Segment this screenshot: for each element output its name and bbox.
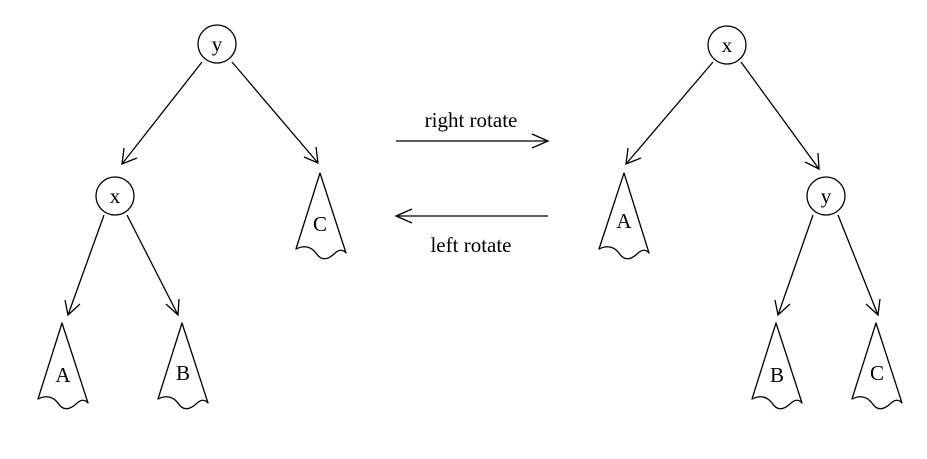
right-edge-y-c bbox=[837, 214, 879, 316]
left-node-child-label: x bbox=[110, 184, 121, 208]
left-node-child-circle bbox=[95, 176, 135, 216]
left-subtree-c-label: C bbox=[313, 212, 327, 236]
left-arrowhead-x-b bbox=[165, 298, 180, 317]
right-subtree-c-shape bbox=[851, 322, 903, 410]
left-rotate-label: left rotate bbox=[430, 233, 511, 257]
left-node-child: x bbox=[95, 176, 135, 216]
left-subtree-b-shape bbox=[157, 322, 209, 410]
right-subtree-a-label: A bbox=[616, 209, 632, 233]
left-node-root-circle bbox=[197, 24, 237, 64]
left-arrowhead-y-c bbox=[303, 146, 319, 165]
right-tree: x y A B C bbox=[598, 25, 903, 410]
right-arrowhead-x-a bbox=[625, 147, 642, 166]
right-node-child: y bbox=[806, 176, 846, 216]
operations: right rotate left rotate bbox=[394, 108, 550, 257]
right-arrowhead-y-c bbox=[865, 298, 881, 317]
right-node-root-label: x bbox=[722, 33, 733, 57]
right-arrowhead-x-y bbox=[804, 152, 820, 171]
right-node-child-circle bbox=[806, 176, 846, 216]
left-node-root-label: y bbox=[212, 32, 223, 56]
right-node-root-circle bbox=[707, 25, 747, 65]
right-subtree-a: A bbox=[598, 172, 650, 260]
left-subtree-b: B bbox=[157, 322, 209, 410]
right-arrowhead-y-b bbox=[774, 299, 791, 317]
right-edge-x-a bbox=[625, 61, 714, 165]
left-subtree-b-label: B bbox=[176, 361, 190, 385]
right-subtree-c-label: C bbox=[870, 361, 884, 385]
right-subtree-a-shape bbox=[598, 172, 650, 260]
right-edge-y-b bbox=[777, 214, 814, 316]
right-subtree-b-shape bbox=[751, 322, 803, 410]
right-subtree-b: B bbox=[751, 322, 803, 410]
left-arrowhead-y-x bbox=[121, 147, 138, 166]
left-node-root: y bbox=[197, 24, 237, 64]
left-tree: y x A B C bbox=[37, 24, 347, 410]
left-subtree-c-shape bbox=[295, 172, 347, 260]
left-edge-y-x bbox=[121, 61, 203, 165]
left-edge-y-c bbox=[231, 61, 319, 164]
left-arrowhead-x-a bbox=[64, 299, 81, 317]
right-node-child-label: y bbox=[821, 184, 832, 208]
right-rotate-arrowhead bbox=[531, 133, 550, 149]
right-subtree-c: C bbox=[851, 322, 903, 410]
left-subtree-c: C bbox=[295, 172, 347, 260]
right-edge-x-y bbox=[740, 61, 820, 170]
right-subtree-b-label: B bbox=[770, 363, 784, 387]
right-node-root: x bbox=[707, 25, 747, 65]
left-rotate-arrowhead bbox=[394, 208, 413, 224]
left-edge-x-a bbox=[67, 214, 105, 316]
right-rotate-label: right rotate bbox=[425, 108, 518, 132]
left-subtree-a: A bbox=[37, 322, 89, 410]
left-subtree-a-label: A bbox=[55, 363, 71, 387]
left-edge-x-b bbox=[126, 214, 179, 316]
left-subtree-a-shape bbox=[37, 322, 89, 410]
